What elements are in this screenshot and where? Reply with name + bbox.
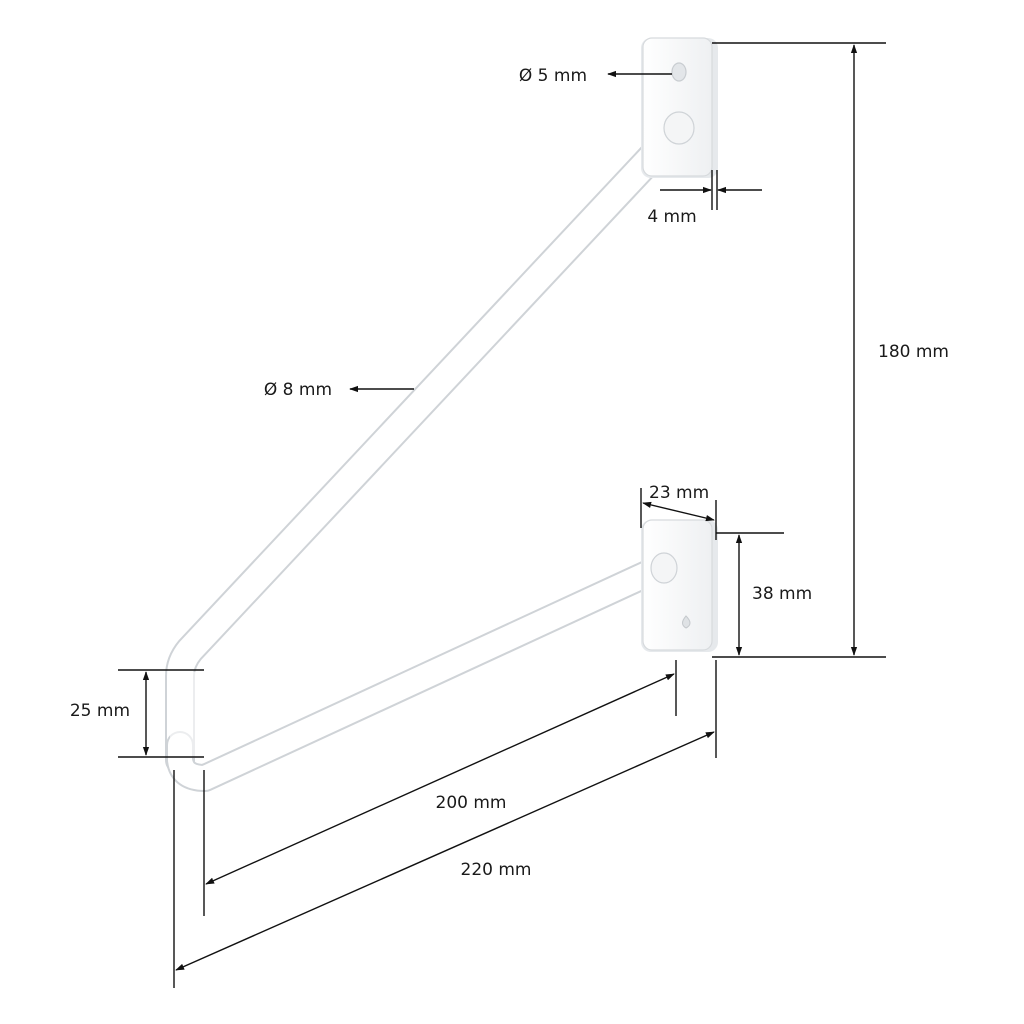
label-lower-height: 25 mm <box>70 701 130 721</box>
label-plate-width: 23 mm <box>649 483 709 503</box>
dim-plate-thickness <box>660 170 762 210</box>
label-plate-height: 38 mm <box>752 584 812 604</box>
label-outer-length: 220 mm <box>461 860 532 880</box>
label-inner-length: 200 mm <box>436 793 507 813</box>
label-hole-diameter: Ø 5 mm <box>519 66 587 86</box>
top-mounting-plate <box>641 37 718 178</box>
bottom-screw-slot <box>682 615 691 629</box>
dimension-labels: Ø 5 mm 4 mm Ø 8 mm 180 mm 23 mm 38 mm 25… <box>70 66 949 880</box>
label-rod-diameter: Ø 8 mm <box>264 380 332 400</box>
top-screw-hole <box>671 62 687 82</box>
dim-inner-length <box>203 660 677 916</box>
dim-outer-length <box>173 660 717 988</box>
bottom-mounting-plate <box>641 519 718 652</box>
dim-plate-height <box>716 532 784 656</box>
label-plate-thickness: 4 mm <box>647 207 696 227</box>
label-total-height: 180 mm <box>878 342 949 362</box>
dimension-lines <box>118 42 886 988</box>
dim-total-height <box>712 42 886 658</box>
bracket <box>165 37 718 792</box>
